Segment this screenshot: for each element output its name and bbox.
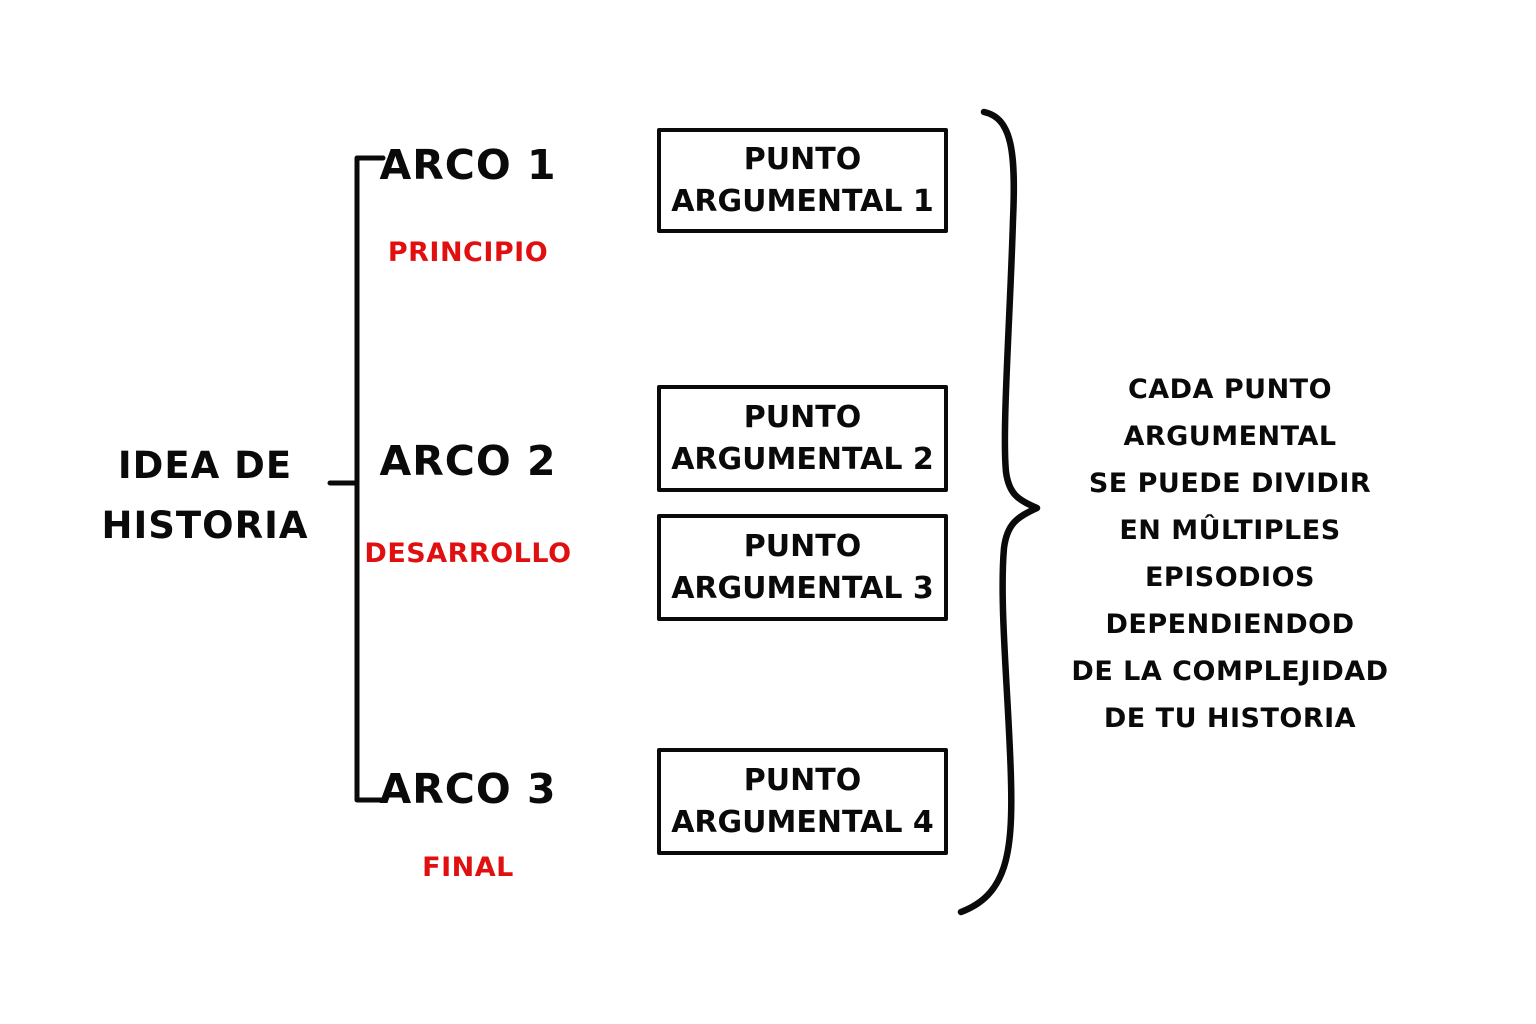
grouping-brace (957, 108, 1041, 916)
plot-point-box-4: PUNTO ARGUMENTAL 4 (657, 748, 948, 855)
arc-2-label: ARCO 2 (379, 437, 557, 485)
plot-point-box-1: PUNTO ARGUMENTAL 1 (657, 128, 948, 233)
arc-1-label: ARCO 1 (379, 141, 557, 189)
root-idea-label: IDEA DE HISTORIA (101, 444, 309, 547)
plot-point-box-3: PUNTO ARGUMENTAL 3 (657, 514, 948, 621)
brace-annotation-text: CADA PUNTO ARGUMENTAL SE PUEDE DIVIDIR E… (1071, 374, 1389, 734)
arc-3-phase-label: FINAL (422, 852, 514, 883)
arc-1-phase-label: PRINCIPIO (387, 237, 549, 268)
arc-2-phase-label: DESARROLLO (364, 538, 572, 569)
tree-bracket-line (327, 155, 387, 803)
plot-point-box-2: PUNTO ARGUMENTAL 2 (657, 385, 948, 492)
arc-3-label: ARCO 3 (379, 765, 557, 813)
